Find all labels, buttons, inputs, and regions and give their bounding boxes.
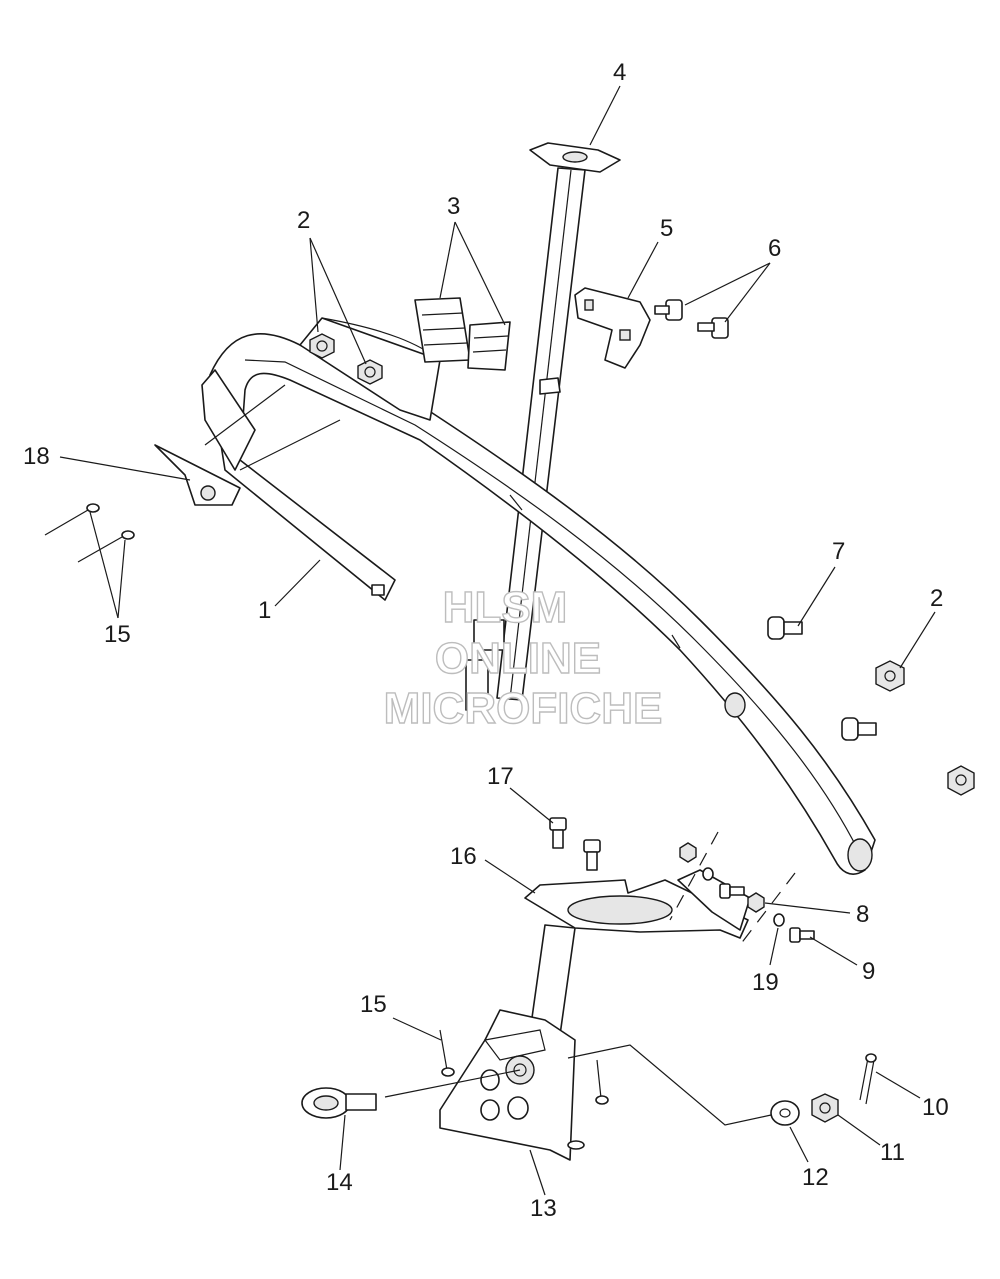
bolt-icon bbox=[697, 317, 729, 339]
callout-16: 16 bbox=[450, 843, 477, 870]
clamp-bracket bbox=[574, 287, 651, 369]
flange-nut-icon bbox=[947, 765, 975, 796]
cotter-pin-icon bbox=[859, 1053, 877, 1105]
callout-labels: 1 2 2 3 4 5 6 7 8 9 10 11 12 13 14 15 15… bbox=[23, 59, 949, 1222]
washer-icon bbox=[770, 1100, 800, 1126]
watermark-line-2: ONLINE bbox=[435, 634, 601, 683]
callout-8: 8 bbox=[856, 901, 869, 928]
bolt-icon bbox=[654, 299, 683, 321]
watermark-line-1: HLSM bbox=[443, 583, 568, 632]
flange-nut-icon bbox=[875, 660, 905, 692]
callout-3: 3 bbox=[447, 193, 460, 220]
hex-nut-icon bbox=[747, 892, 765, 913]
callout-14: 14 bbox=[326, 1169, 353, 1196]
hex-nut-icon bbox=[309, 333, 335, 359]
rivet-icon bbox=[44, 503, 100, 536]
steering-shaft bbox=[465, 142, 621, 1036]
hex-nut-icon bbox=[357, 359, 383, 385]
frame-bracket bbox=[299, 317, 441, 421]
callout-2-frame: 2 bbox=[297, 207, 310, 234]
washer-icon bbox=[702, 867, 714, 881]
callout-12: 12 bbox=[802, 1164, 829, 1191]
callout-10: 10 bbox=[922, 1094, 949, 1121]
callout-19: 19 bbox=[752, 969, 779, 996]
callout-15-upper: 15 bbox=[104, 621, 131, 648]
eye-bolt-icon bbox=[301, 1087, 377, 1119]
washer-icon bbox=[773, 913, 785, 927]
callout-18: 18 bbox=[23, 443, 50, 470]
spring-clips bbox=[414, 297, 511, 371]
bolt-icon bbox=[789, 927, 815, 943]
callout-4: 4 bbox=[613, 59, 626, 86]
pin-icon bbox=[595, 1059, 609, 1105]
hex-nut-icon bbox=[679, 842, 697, 863]
rivet-bracket bbox=[154, 444, 241, 506]
castle-nut-icon bbox=[811, 1093, 839, 1123]
callout-15-lower: 15 bbox=[360, 991, 387, 1018]
pedestal-bracket bbox=[439, 1009, 585, 1161]
pin-icon bbox=[439, 1029, 455, 1077]
screw-icon bbox=[549, 817, 567, 849]
callout-17: 17 bbox=[487, 763, 514, 790]
callout-1: 1 bbox=[258, 597, 271, 624]
carriage-bolt-icon bbox=[767, 616, 803, 640]
mounting-plate bbox=[524, 869, 751, 939]
callout-2-right: 2 bbox=[930, 585, 943, 612]
callout-11: 11 bbox=[880, 1139, 905, 1166]
callout-9: 9 bbox=[862, 958, 875, 985]
watermark-line-3: MICROFICHE bbox=[384, 684, 663, 733]
leader-lines bbox=[59, 85, 936, 1196]
callout-7: 7 bbox=[832, 538, 845, 565]
callout-13: 13 bbox=[530, 1195, 557, 1222]
main-frame bbox=[201, 333, 876, 875]
carriage-bolt-icon bbox=[841, 717, 877, 741]
callout-5: 5 bbox=[660, 215, 673, 242]
watermark: HLSM ONLINE MICROFICHE bbox=[383, 582, 663, 733]
screw-icon bbox=[583, 839, 601, 871]
rivet-icon bbox=[77, 530, 135, 563]
bolt-icon bbox=[719, 883, 745, 899]
callout-6: 6 bbox=[768, 235, 781, 262]
